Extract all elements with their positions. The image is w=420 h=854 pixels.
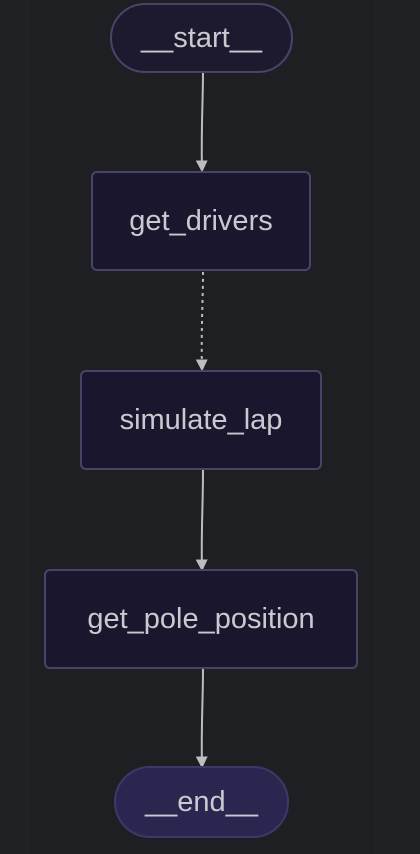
node-get-pole-position[interactable]: get_pole_position [44,569,358,669]
node-get-drivers[interactable]: get_drivers [91,171,311,271]
edge-get-pole-position-end [195,667,208,769]
node-end-label: __end__ [145,785,258,818]
edge-start-get-drivers [195,71,208,173]
node-start-label: __start__ [141,21,262,54]
node-get-drivers-label: get_drivers [129,204,273,237]
edge-simulate-lap-get-pole-position [195,469,208,572]
node-simulate-lap-label: simulate_lap [119,403,283,436]
node-simulate-lap[interactable]: simulate_lap [80,370,322,470]
edge-get-drivers-simulate-lap [195,271,208,372]
node-end[interactable]: __end__ [114,766,289,838]
node-start[interactable]: __start__ [110,3,293,73]
node-get-pole-position-label: get_pole_position [87,602,315,635]
